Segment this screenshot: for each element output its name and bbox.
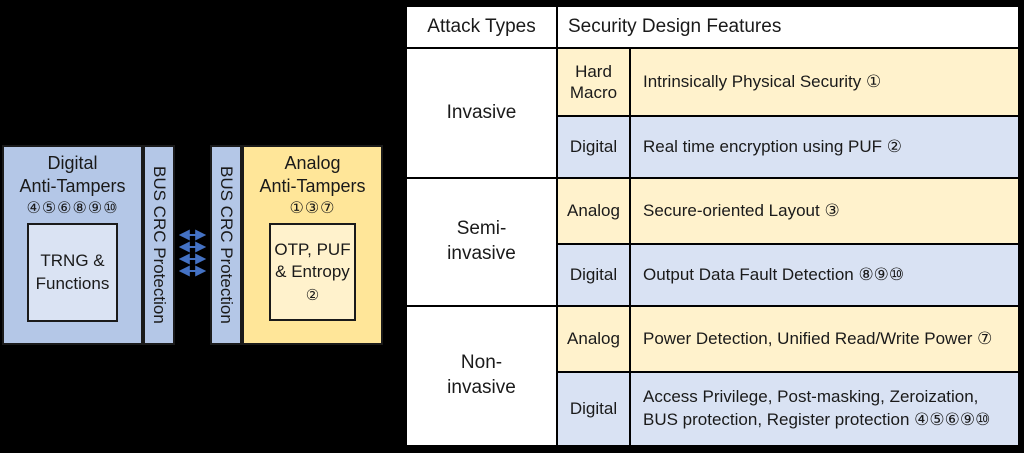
type-cell-analog-semi: Analog [558,179,629,243]
type-cell-digital-non: Digital [558,373,629,445]
header-security-design-features: Security Design Features [558,7,1018,47]
bus-crc-left-label: BUS CRC Protection [150,166,169,324]
analog-anti-tampers-block: Analog Anti-Tampers ①③⑦ OTP, PUF & Entro… [242,145,383,345]
otp-puf-entropy-box: OTP, PUF & Entropy ② [269,223,356,321]
bus-crc-right-label: BUS CRC Protection [217,166,236,324]
security-design-table: Attack Types Security Design Features In… [404,4,1021,448]
otp-puf-entropy-number: ② [305,286,320,304]
digital-anti-tampers-block: Digital Anti-Tampers ④⑤⑥⑧⑨⑩ TRNG & Funct… [2,145,143,345]
digital-block-title: Digital Anti-Tampers [19,153,126,196]
attack-type-non-invasive: Non- invasive [407,307,556,445]
bus-crc-protection-left: BUS CRC Protection [143,145,175,345]
feature-access-privilege: Access Privilege, Post-masking, Zeroizat… [631,373,1018,445]
attack-type-semi-invasive: Semi- invasive [407,179,556,305]
type-cell-analog-non: Analog [558,307,629,371]
digital-block-numbers: ④⑤⑥⑧⑨⑩ [26,200,119,217]
type-cell-hard-macro: Hard Macro [558,49,629,115]
otp-puf-entropy-label: OTP, PUF & Entropy [274,239,351,281]
analog-block-numbers: ①③⑦ [289,200,336,217]
feature-power-detection: Power Detection, Unified Read/Write Powe… [631,307,1018,371]
trng-functions-box: TRNG & Functions [27,223,118,322]
feature-real-time-encryption: Real time encryption using PUF ② [631,117,1018,177]
feature-output-data-fault-detection: Output Data Fault Detection ⑧⑨⑩ [631,245,1018,305]
trng-functions-label: TRNG & Functions [35,251,110,293]
feature-secure-oriented-layout: Secure-oriented Layout ③ [631,179,1018,243]
header-attack-types: Attack Types [407,7,556,47]
type-cell-digital-invasive: Digital [558,117,629,177]
feature-intrinsically-physical-security: Intrinsically Physical Security ① [631,49,1018,115]
analog-block-title: Analog Anti-Tampers [259,153,366,196]
type-cell-digital-semi: Digital [558,245,629,305]
attack-type-invasive: Invasive [407,49,556,177]
bus-double-arrows-icon [178,229,207,277]
bus-crc-protection-right: BUS CRC Protection [210,145,242,345]
